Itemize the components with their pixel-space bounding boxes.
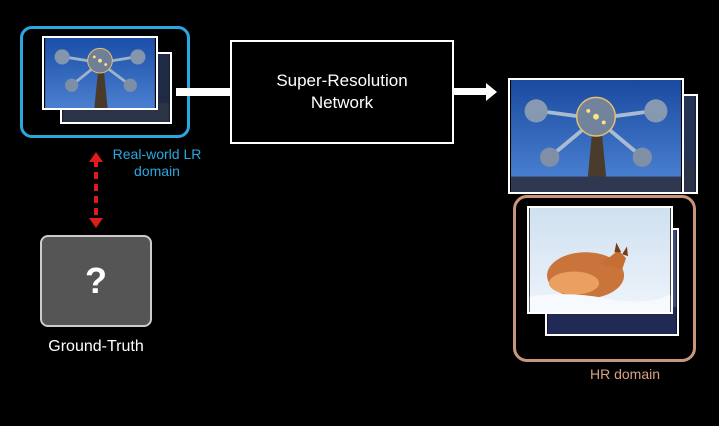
lr-domain-label: Real-world LR domain <box>98 146 216 180</box>
ground-truth-label: Ground-Truth <box>48 338 144 355</box>
question-mark-icon: ? <box>85 260 107 301</box>
hr-domain-label: HR domain <box>590 366 661 382</box>
lr-domain-frame <box>20 26 190 138</box>
arrow-from-network-shaft <box>454 88 486 95</box>
arrow-to-network <box>176 88 232 96</box>
lr-label-line1: Real-world LR <box>112 146 202 162</box>
network-label-line1: Super-Resolution <box>276 71 408 90</box>
network-label-line2: Network <box>310 93 374 112</box>
hr-photo-front <box>527 206 673 314</box>
arrow-from-network-head <box>486 83 497 101</box>
atomium-icon <box>45 38 155 108</box>
dashed-double-arrow <box>89 152 103 228</box>
super-resolution-network-box: Super-Resolution Network <box>230 40 454 144</box>
hr-output-photo-front <box>508 78 684 194</box>
lr-label-line2: domain <box>134 163 180 179</box>
hr-domain-frame <box>513 195 696 362</box>
network-label: Super-Resolution Network <box>252 70 432 114</box>
ground-truth-box: ? <box>40 235 152 327</box>
lr-photo-front <box>42 36 158 110</box>
fox-icon <box>529 208 671 312</box>
atomium-icon <box>511 80 681 192</box>
